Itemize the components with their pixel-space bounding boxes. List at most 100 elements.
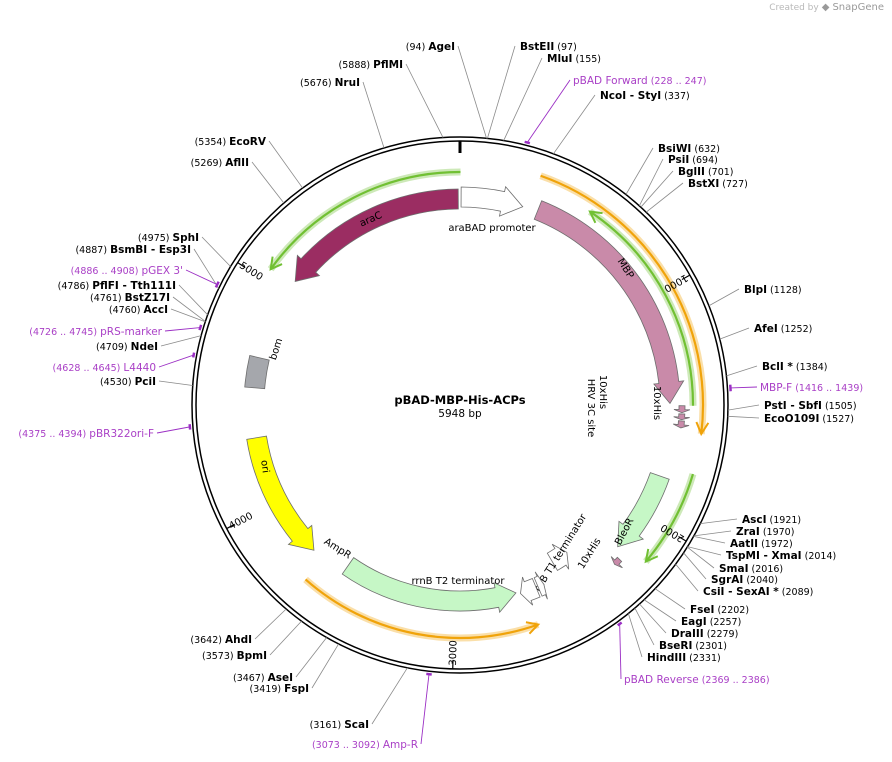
- primer-mark: [524, 140, 531, 145]
- site-label: ZraI (1970): [736, 526, 794, 538]
- site-leader-line: [627, 613, 643, 658]
- primer-leader-line: [420, 674, 430, 745]
- ruler-tick: [681, 274, 691, 281]
- site-name: NdeI: [131, 341, 158, 353]
- site-name: FseI: [690, 604, 714, 616]
- primer-leader-line: [619, 623, 622, 680]
- site-name: BstEII: [520, 41, 554, 53]
- site-leader-line: [654, 588, 686, 610]
- site-position: (5269): [191, 158, 226, 169]
- ruler-tick-label: 4000: [227, 511, 255, 533]
- site-label: (5676) NruI: [300, 77, 360, 89]
- site-position: (5888): [339, 60, 374, 71]
- site-label: FseI (2202): [690, 604, 749, 616]
- primer-leader-line: [164, 327, 201, 332]
- site-label: SgrAI (2040): [711, 574, 778, 586]
- primer-range: (4628 .. 4645): [53, 363, 124, 374]
- site-position: (2040): [743, 575, 778, 586]
- primer-range: (4886 .. 4908): [71, 266, 142, 277]
- site-label: (4786) PflFI - Tth111I: [58, 280, 176, 292]
- primer-leader-line: [158, 354, 194, 368]
- site-leader-line: [687, 546, 722, 556]
- primer-leader-line: [156, 426, 190, 434]
- site-leader-line: [170, 308, 206, 323]
- primer-label: pBAD Reverse (2369 .. 2386): [624, 674, 770, 686]
- site-label: BseRI (2301): [659, 640, 727, 652]
- feature-rrnb-t1-terminator: [546, 543, 570, 571]
- feature-hrv-3c-site: [673, 413, 690, 421]
- site-label: (4709) NdeI: [96, 341, 158, 353]
- snapgene-brand: Created by ◆ SnapGene: [769, 2, 884, 13]
- orf-arc: [304, 578, 539, 640]
- site-label: PstI - SbfI (1505): [764, 400, 857, 412]
- site-leader-line: [201, 236, 231, 267]
- site-position: (2301): [692, 641, 727, 652]
- site-leader-line: [639, 603, 667, 634]
- site-label: (3642) AhdI: [190, 634, 252, 646]
- site-name: AgeI: [428, 41, 455, 53]
- site-name: EagI: [681, 616, 707, 628]
- site-name: BclI *: [762, 361, 793, 373]
- site-leader-line: [719, 327, 750, 340]
- site-leader-line: [693, 535, 726, 544]
- primer-name: pBAD Reverse: [624, 674, 699, 686]
- site-position: (694): [689, 155, 718, 166]
- feature-bleor: [617, 472, 670, 548]
- site-name: BsmBI - Esp3I: [110, 244, 191, 256]
- site-label: AatII (1972): [730, 538, 793, 550]
- site-label: (4530) PciI: [100, 376, 156, 388]
- site-name: BstXI: [688, 178, 719, 190]
- feature-bom: [244, 354, 270, 390]
- orf-arrowhead: [588, 210, 603, 224]
- site-leader-line: [700, 518, 738, 525]
- site-label: (3161) ScaI: [310, 719, 369, 731]
- primer-mark: [198, 324, 203, 331]
- primer-mark: [616, 621, 623, 627]
- feature-label-arabad-promoter: araBAD promoter: [448, 223, 536, 234]
- site-position: (3419): [250, 684, 285, 695]
- orf-arrowhead: [525, 621, 541, 635]
- site-position: (2089): [779, 587, 814, 598]
- site-label: SmaI (2016): [719, 563, 783, 575]
- orf-arrowhead: [695, 421, 710, 437]
- ruler-tick: [237, 262, 246, 269]
- site-name: NcoI - StyI: [600, 90, 661, 102]
- site-name: AseI: [268, 672, 293, 684]
- site-leader-line: [251, 161, 285, 204]
- site-name: TspMI - XmaI: [726, 550, 802, 562]
- site-label: (4975) SphI: [138, 232, 199, 244]
- orf-arrowhead: [269, 256, 283, 271]
- primer-range: (3073 .. 3092): [312, 740, 383, 751]
- site-label: MluI (155): [547, 53, 601, 65]
- site-label: (5888) PflMI: [339, 59, 403, 71]
- site-name: PflMI: [373, 59, 403, 71]
- site-leader-line: [693, 530, 732, 537]
- site-position: (2016): [749, 564, 784, 575]
- primer-label: (4628 .. 4645) L4440: [53, 362, 156, 374]
- primer-range: (228 .. 247): [648, 76, 707, 87]
- site-name: AflII: [225, 157, 249, 169]
- feature-label-bom: bom: [268, 337, 285, 362]
- primer-name: pGEX 3': [141, 265, 183, 277]
- site-label: DraIII (2279): [671, 628, 738, 640]
- brand-created-by: Created by: [769, 2, 819, 13]
- site-label: HindIII (2331): [647, 652, 721, 664]
- feature-label-ampr: AmpR: [322, 536, 353, 561]
- feature-label-hrv-3c-site: HRV 3C site: [585, 379, 596, 438]
- site-position: (1970): [760, 527, 795, 538]
- site-position: (1128): [767, 285, 802, 296]
- site-name: FspI: [284, 683, 309, 695]
- site-position: (5676): [300, 78, 335, 89]
- site-label: BstEII (97): [520, 41, 577, 53]
- primer-name: pBAD Forward: [573, 75, 648, 87]
- feature-10xhis: [610, 556, 623, 569]
- feature-rrnb-t2-terminator: [533, 571, 548, 600]
- orf-arcs: [267, 168, 710, 642]
- site-position: (2014): [802, 551, 837, 562]
- ruler-tick-label: 5000: [237, 260, 264, 283]
- primer-name: Amp-R: [383, 739, 418, 751]
- site-label: (5354) EcoRV: [195, 136, 267, 148]
- primer-sites: pBAD Forward (228 .. 247)MBP-F (1416 .. …: [18, 75, 863, 751]
- site-position: (3161): [310, 720, 345, 731]
- primer-mark: [191, 352, 196, 358]
